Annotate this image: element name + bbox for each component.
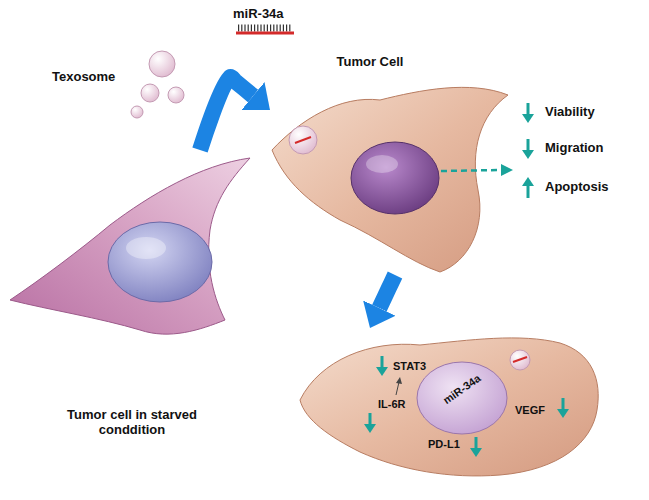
target-gene: PD-L1	[428, 438, 460, 451]
target-gene: IL-6R	[378, 398, 406, 411]
cell-drawing	[270, 55, 510, 275]
cell-parts	[300, 338, 598, 476]
texosome-vesicles	[131, 51, 184, 118]
vesicle	[510, 350, 530, 370]
vesicle-label: Texosome	[52, 70, 115, 85]
down-arrow-head	[522, 114, 534, 123]
outcome-label: Viability	[545, 105, 595, 120]
down-arrow-shaft	[562, 398, 565, 410]
cell-body	[272, 87, 508, 272]
down-arrow-shaft	[381, 356, 384, 368]
nucleus	[108, 222, 212, 302]
base-ticks	[238, 25, 292, 32]
vesicle	[149, 51, 175, 77]
mirna-strand	[513, 357, 527, 362]
down-arrow-head	[364, 424, 376, 433]
regulation-head	[396, 377, 402, 384]
cell-parts	[10, 158, 250, 334]
rna-backbone	[236, 32, 294, 35]
down-arrow-head	[557, 409, 569, 418]
vesicle	[131, 106, 143, 118]
down-arrow-shaft	[475, 437, 478, 449]
nucleus	[417, 362, 507, 434]
cell-drawing	[290, 328, 610, 496]
down-arrow-head	[522, 150, 534, 159]
outcome-label: Apoptosis	[545, 180, 609, 195]
target-gene: STAT3	[393, 360, 426, 373]
outcome-label: Migration	[545, 141, 604, 156]
cell-caption: Tumor cell in starved conddition	[67, 408, 197, 438]
vesicle	[168, 87, 184, 103]
edge-label: miR-34a	[233, 7, 284, 22]
cell-body	[300, 338, 598, 476]
vesicle	[289, 126, 317, 154]
vesicle	[141, 84, 159, 102]
outcome-arrows	[522, 103, 534, 198]
tumor-cell: Tumor Cell	[270, 55, 510, 275]
target-gene: VEGF	[515, 404, 545, 417]
down-arrow-shaft	[527, 139, 530, 151]
nucleus-highlight	[126, 237, 166, 259]
cell-title: Tumor Cell	[310, 55, 430, 70]
treated-tumor-cell: STAT3IL-6RmiR-34aVEGFPD-L1	[290, 328, 610, 496]
dashed-effect-arrow	[441, 170, 502, 171]
down-arrow-head	[376, 367, 388, 376]
process-arrow	[200, 77, 253, 150]
down-arrow-shaft	[369, 413, 372, 425]
down-arrow-head	[470, 448, 482, 457]
nucleus-highlight	[366, 155, 398, 173]
nucleus	[351, 142, 439, 214]
process-arrow	[379, 275, 395, 308]
down-arrow-shaft	[527, 103, 530, 115]
cell-parts	[272, 87, 513, 272]
cell-drawing	[5, 150, 260, 450]
mirna-strand	[295, 137, 311, 143]
up-arrow-head	[522, 177, 534, 186]
cell-body	[10, 158, 250, 334]
mirna-strand	[236, 28, 294, 33]
dashed-arrow-head	[501, 164, 513, 176]
regulation-line	[396, 382, 399, 395]
up-arrow-shaft	[527, 185, 530, 198]
starved-cell: Tumor cell in starved conddition	[5, 150, 260, 450]
